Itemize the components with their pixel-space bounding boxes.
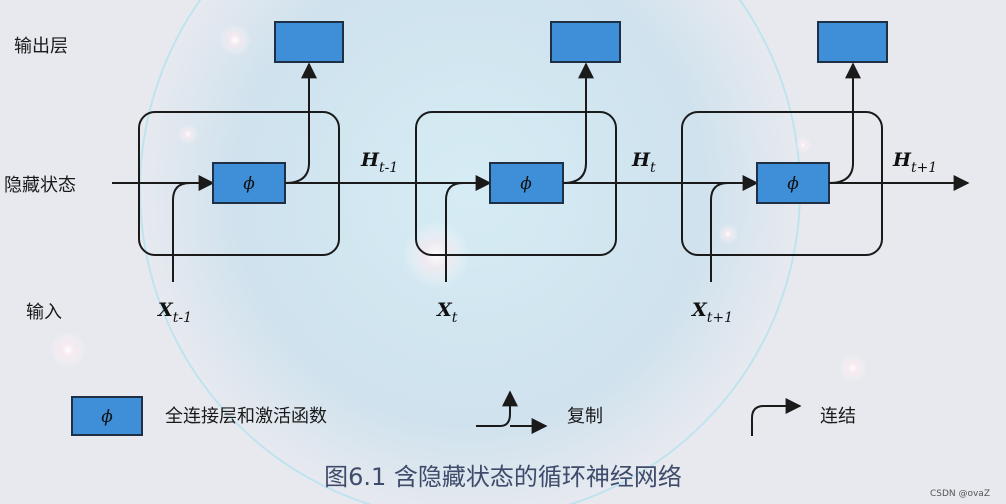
input-label: 输入 bbox=[26, 302, 62, 323]
cell-frame bbox=[138, 111, 340, 256]
input-variable: Xt bbox=[436, 299, 458, 326]
cell-frame bbox=[415, 111, 617, 256]
hidden-variable: Ht+1 bbox=[892, 149, 937, 176]
glow-spot bbox=[178, 124, 198, 144]
cell-frame bbox=[681, 111, 883, 256]
time-step-2: ϕ Xt Ht bbox=[415, 21, 656, 326]
concat-input-line bbox=[710, 182, 729, 282]
hidden-state-label: 隐藏状态 bbox=[4, 175, 76, 196]
input-variable: Xt+1 bbox=[691, 299, 733, 326]
phi-box bbox=[212, 162, 286, 204]
time-step-1: ϕ Xt-1 Ht-1 bbox=[138, 21, 398, 326]
phi-symbol: ϕ bbox=[520, 174, 532, 194]
time-step-3: ϕ Xt+1 Ht+1 bbox=[681, 21, 937, 326]
glow-spot bbox=[718, 224, 738, 244]
globe-background bbox=[140, 0, 800, 504]
copy-to-output-arrow bbox=[284, 62, 317, 184]
concat-input-line bbox=[172, 182, 191, 282]
concat-input-line bbox=[445, 182, 464, 282]
hidden-variable: Ht bbox=[631, 149, 656, 176]
hidden-variable: Ht-1 bbox=[360, 149, 398, 176]
output-box bbox=[550, 21, 621, 63]
figure-caption: 图6.1 含隐藏状态的循环神经网络 bbox=[324, 463, 682, 491]
phi-box bbox=[756, 162, 830, 204]
glow-spot bbox=[795, 137, 811, 153]
output-box bbox=[274, 21, 344, 63]
glow-spot bbox=[50, 332, 86, 368]
legend-copy-arrow-up bbox=[476, 390, 518, 427]
legend-copy-label: 复制 bbox=[567, 406, 603, 427]
copy-to-output-arrow bbox=[562, 62, 594, 184]
output-layer-label: 输出层 bbox=[14, 36, 68, 57]
phi-symbol: ϕ bbox=[787, 174, 799, 194]
glow-spot bbox=[839, 354, 867, 382]
legend-phi-label: 全连接层和激活函数 bbox=[165, 406, 327, 427]
copy-to-output-arrow bbox=[828, 62, 861, 184]
watermark: CSDN @ovaZ bbox=[930, 489, 990, 499]
legend-concat-label: 连结 bbox=[820, 406, 856, 427]
phi-box bbox=[489, 162, 564, 204]
legend-concat-arrow bbox=[751, 398, 802, 436]
legend: ϕ 全连接层和激活函数 复制 连结 bbox=[71, 390, 856, 436]
legend-phi-symbol: ϕ bbox=[101, 407, 113, 427]
phi-symbol: ϕ bbox=[243, 174, 255, 194]
input-variable: Xt-1 bbox=[157, 299, 192, 326]
output-box bbox=[817, 21, 888, 63]
legend-phi-box bbox=[71, 396, 143, 436]
glow-spot bbox=[219, 24, 251, 56]
